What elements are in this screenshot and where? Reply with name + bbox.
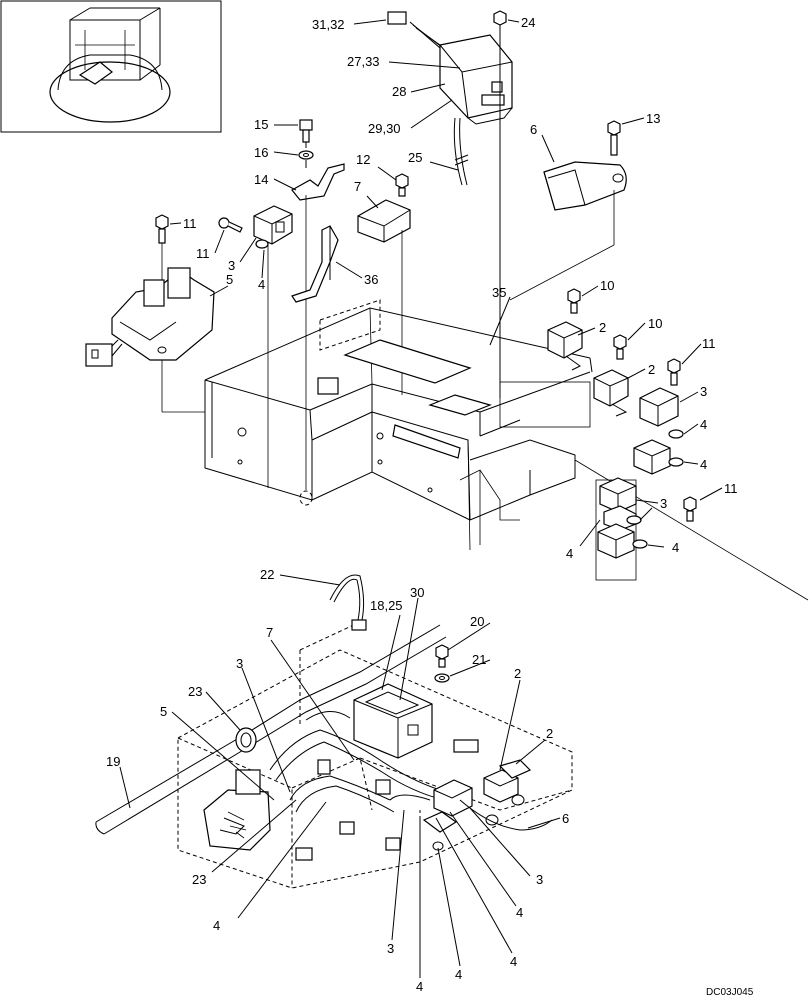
label-12: 12 [356,152,370,167]
bolt-11-right-b [683,496,697,522]
label-11-a: 11 [183,216,197,231]
connector [453,739,479,753]
label-4-lower-right-a: 4 [516,905,523,920]
label-5-lower: 5 [160,704,167,719]
label-10-a: 10 [600,278,614,293]
bolt-20 [435,644,449,668]
lower-assembled-view [95,574,573,978]
label-3-top: 3 [228,258,235,273]
label-15: 15 [254,117,268,132]
relays-lower-right [389,759,553,851]
wire-harness [269,711,445,861]
label-36: 36 [364,272,378,287]
tray-35 [204,299,809,601]
washer-21 [434,673,450,683]
label-10-b: 10 [648,316,662,331]
label-27-33: 27,33 [347,54,380,69]
bolt-15 [299,119,313,148]
label-6-lower: 6 [562,811,569,826]
label-2-d: 2 [546,726,553,741]
relay-2-b [593,369,629,417]
label-16: 16 [254,145,268,160]
label-29-30: 29,30 [368,121,401,136]
label-18-25: 18,25 [370,598,403,613]
label-2-c: 2 [514,666,521,681]
bracket-14 [291,163,345,490]
label-21: 21 [472,652,486,667]
fuse-box [439,34,513,186]
label-4-lower-a: 4 [566,546,573,561]
relay-3-4-top [253,205,293,488]
label-4-top: 4 [258,277,265,292]
label-3-lower-right: 3 [536,872,543,887]
label-6-top: 6 [530,122,537,137]
battery-relay-5 [85,267,215,413]
label-7-lower: 7 [266,625,273,640]
bolt-13 [607,120,621,156]
cable-19 [95,624,447,835]
label-4-lower-left: 4 [213,918,220,933]
label-3-bottom: 3 [387,941,394,956]
upper-exploded-view [85,10,809,601]
label-4-lower-right-b: 4 [510,954,517,969]
bolt-24 [493,10,507,398]
label-4-right-b: 4 [700,457,707,472]
label-13: 13 [646,111,660,126]
label-11-c: 11 [702,336,716,351]
label-35: 35 [492,285,506,300]
lower-leader-lines [119,574,561,978]
label-23-b: 23 [192,872,206,887]
screw-11 [218,217,243,233]
bolt-12 [395,173,409,197]
label-3-lower: 3 [660,496,667,511]
label-24: 24 [521,15,535,30]
clamp-22 [329,574,367,631]
bolt-10-b [613,334,627,360]
relay-3-4-lower [595,477,648,581]
label-7-top: 7 [354,179,361,194]
cover-6 [509,161,627,301]
label-23-a: 23 [188,684,202,699]
label-19: 19 [106,754,120,769]
fuse-box-30 [353,683,433,759]
label-3-lower-left: 3 [236,656,243,671]
relay-2-a [547,321,583,371]
label-5-top: 5 [226,272,233,287]
component-7 [357,199,411,395]
label-25: 25 [408,150,422,165]
label-11-b: 11 [196,246,210,261]
label-31-32: 31,32 [312,17,345,32]
label-2-b: 2 [648,362,655,377]
bolt-10-a [567,288,581,314]
callout-labels: 31,32 24 27,33 28 29,30 15 16 14 12 7 25… [106,15,754,998]
label-28: 28 [392,84,406,99]
label-14: 14 [254,172,268,187]
label-4-right-a: 4 [700,417,707,432]
label-2-a: 2 [599,320,606,335]
label-20: 20 [470,614,484,629]
label-4-lower-b: 4 [672,540,679,555]
label-3-right: 3 [700,384,707,399]
inset-thumbnail [0,0,222,133]
relay-3-4-right [633,387,684,475]
label-22: 22 [260,567,274,582]
label-4-bottom-a: 4 [455,967,462,982]
label-11-d: 11 [724,481,738,496]
washer-16 [298,150,314,168]
bracket-36 [291,225,339,303]
label-30: 30 [410,585,424,600]
battery-relay-5-lower [203,769,271,851]
diagram-code: DC03J045 [706,987,754,998]
bolt-11-right-a [667,358,681,386]
upper-leader-lines [169,19,723,548]
fuse [387,11,444,49]
label-4-bottom-b: 4 [416,979,423,994]
